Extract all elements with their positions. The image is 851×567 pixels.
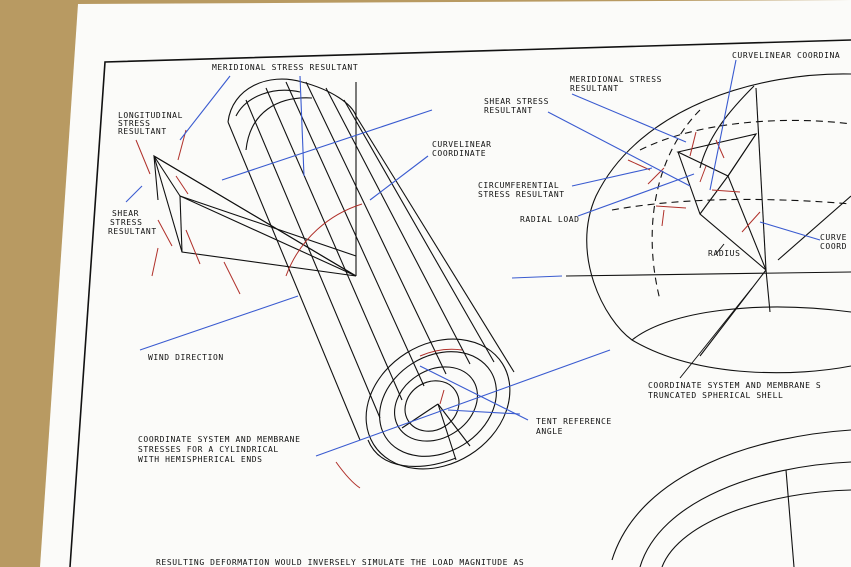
drawing-border — [69, 39, 851, 567]
curvelinear-left-label-1: CURVELINEAR — [432, 140, 492, 149]
cylinder-figure — [153, 78, 515, 470]
shear-left-label-1: SHEAR — [112, 209, 139, 218]
radial-load-label: RADIAL LOAD — [520, 215, 580, 224]
paper-sheet — [40, 0, 851, 567]
black-leaders — [679, 243, 753, 379]
longitudinal-label-3: RESULTANT — [118, 127, 167, 136]
caption-cylinder-3: WITH HEMISPHERICAL ENDS — [138, 455, 263, 464]
curvelinear-left-label-2: COORDINATE — [432, 149, 486, 158]
curve-right-label-2: COORD — [820, 242, 847, 251]
labels-right: CURVELINEAR COORDINA MERIDIONAL STRESS R… — [478, 51, 847, 400]
circumferential-label-2: STRESS RESULTANT — [478, 190, 565, 199]
red-stress-arrows-right — [627, 131, 761, 233]
meridional-right-label-2: RESULTANT — [570, 84, 619, 93]
red-stress-arrows-left — [135, 129, 463, 489]
shear-left-label-2: STRESS — [110, 218, 143, 227]
wind-direction-label: WIND DIRECTION — [148, 353, 224, 362]
curve-right-label-1: CURVE — [820, 233, 847, 242]
shear-right-label-1: SHEAR STRESS — [484, 97, 549, 106]
caption-sphere-2: TRUNCATED SPHERICAL SHELL — [648, 391, 783, 400]
shear-left-label-3: RESULTANT — [108, 227, 157, 236]
tent-reference-label-2: ANGLE — [536, 427, 563, 436]
circumferential-label-1: CIRCUMFERENTIAL — [478, 181, 559, 190]
meridional-right-label-1: MERIDIONAL STRESS — [570, 75, 662, 84]
caption-cylinder-1: COORDINATE SYSTEM AND MEMBRANE — [138, 435, 301, 444]
radius-label: RADIUS — [708, 249, 741, 258]
labels-left: MERIDIONAL STRESS RESULTANT LONGITUDINAL… — [108, 63, 612, 464]
bottom-paragraph-text: RESULTING DEFORMATION WOULD INVERSELY SI… — [156, 558, 524, 567]
sphere-figure — [565, 73, 851, 567]
tent-reference-label-1: TENT REFERENCE — [536, 417, 612, 426]
caption-cylinder-2: STRESSES FOR A CYLINDRICAL — [138, 445, 279, 454]
longitudinal-label-2: STRESS — [118, 119, 151, 128]
caption-sphere-1: COORDINATE SYSTEM AND MEMBRANE S — [648, 381, 821, 390]
blue-leaders-right — [547, 59, 821, 241]
curvelinear-top-right-label: CURVELINEAR COORDINA — [732, 51, 840, 60]
shear-right-label-2: RESULTANT — [484, 106, 533, 115]
blue-leaders-left — [125, 75, 611, 457]
longitudinal-label-1: LONGITUDINAL — [118, 111, 183, 120]
meridional-label: MERIDIONAL STRESS RESULTANT — [212, 63, 358, 72]
